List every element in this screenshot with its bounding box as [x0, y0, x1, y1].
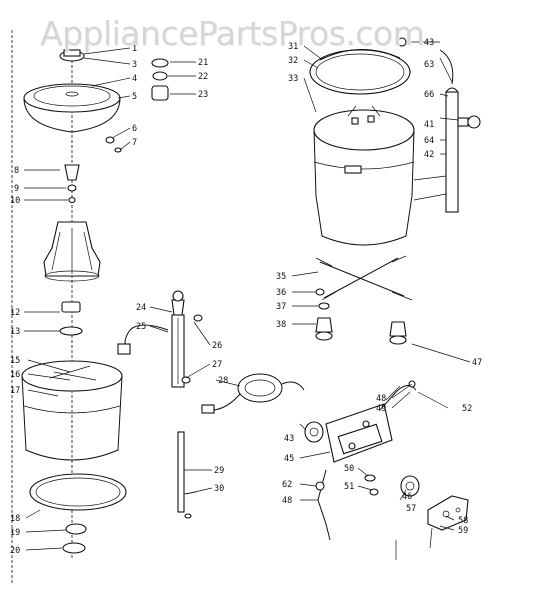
callout-label: 31: [288, 42, 298, 52]
callout-label: 35: [276, 272, 286, 282]
callout-label: 66: [424, 90, 434, 100]
callout-labels: 1 3 4 5 6 7 8 9 10 12 13 15 16 17 18 19 …: [10, 38, 482, 556]
callout-label: 42: [424, 150, 434, 160]
callout-label: 46: [402, 492, 412, 502]
callout-label: 4: [132, 74, 137, 84]
callout-label: 5: [132, 92, 137, 102]
callout-label: 41: [424, 120, 434, 130]
callout-label: 23: [198, 90, 208, 100]
callout-label: 47: [472, 358, 482, 368]
callout-label: 12: [10, 308, 20, 318]
callout-label: 15: [10, 356, 20, 366]
callout-label: 22: [198, 72, 208, 82]
callout-label: 36: [276, 288, 286, 298]
callout-label: 32: [288, 56, 298, 66]
callout-label: 59: [458, 526, 468, 536]
callout-label: 18: [10, 514, 20, 524]
callout-label: 51: [344, 482, 354, 492]
callout-label: 64: [424, 136, 434, 146]
callout-label: 58: [458, 516, 468, 526]
callout-label: 24: [136, 303, 146, 313]
callout-label: 52: [462, 404, 472, 414]
callout-label: 26: [212, 341, 222, 351]
callout-label: 49: [376, 404, 386, 414]
callout-label: 9: [14, 184, 19, 194]
callout-label: 21: [198, 58, 208, 68]
callout-label: 50: [344, 464, 354, 474]
callout-label: 28: [218, 376, 228, 386]
callout-label: 63: [424, 60, 434, 70]
callout-label: 43: [284, 434, 294, 444]
callout-label: 43: [424, 38, 434, 48]
callout-label: 30: [214, 484, 224, 494]
callout-label: 20: [10, 546, 20, 556]
callout-label: 48: [282, 496, 292, 506]
callout-label: 25: [136, 322, 146, 332]
callout-label: 62: [282, 480, 292, 490]
callout-label: 16: [10, 370, 20, 380]
callout-label: 1: [132, 44, 137, 54]
callout-label: 3: [132, 60, 137, 70]
callout-label: 37: [276, 302, 286, 312]
callout-label: 17: [10, 386, 20, 396]
callout-label: 19: [10, 528, 20, 538]
callout-label: 13: [10, 327, 20, 337]
left-assembly: [11, 30, 196, 585]
center-assembly: [117, 290, 305, 519]
callout-label: 7: [132, 138, 137, 148]
callout-label: 29: [214, 466, 224, 476]
callout-label: 6: [132, 124, 137, 134]
callout-label: 33: [288, 74, 298, 84]
callout-label: 27: [212, 360, 222, 370]
right-assembly: [291, 37, 481, 560]
callout-label: 8: [14, 166, 19, 176]
callout-label: 10: [10, 196, 20, 206]
callout-label: 57: [406, 504, 416, 514]
callout-label: 45: [284, 454, 294, 464]
callout-label: 38: [276, 320, 286, 330]
callout-label: 48: [376, 394, 386, 404]
watermark-text: AppliancePartsPros.com: [40, 14, 425, 53]
